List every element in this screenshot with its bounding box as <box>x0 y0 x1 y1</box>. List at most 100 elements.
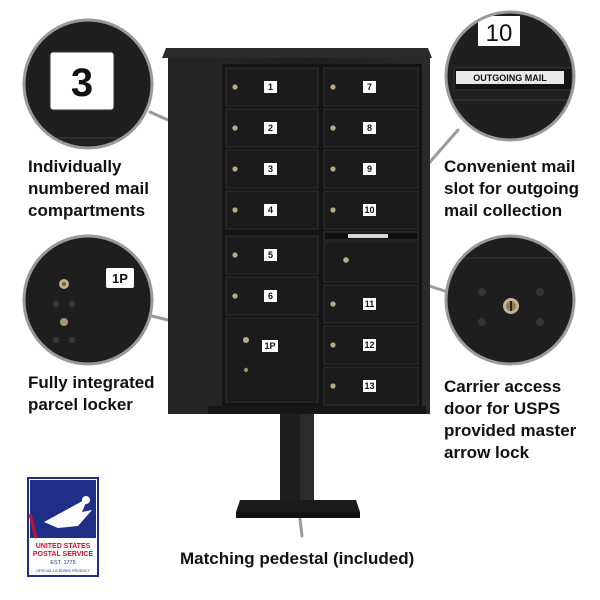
mail-compartment-door: 9 <box>323 149 419 189</box>
zoom-circle-numbered: 3 <box>22 18 154 150</box>
door-number-label: 2 <box>268 123 273 133</box>
door-number-label: 12 <box>364 340 374 350</box>
usps-line4: OFFICIAL LICENSED PRODUCT <box>36 569 91 573</box>
door-number-tag <box>363 380 376 392</box>
caption-line: slot for outgoing <box>444 179 580 198</box>
mail-compartment-door: 6 <box>225 276 319 316</box>
left-door-column: 1 2 3 4 5 6 1P <box>225 67 319 403</box>
caption-numbered: Individually numbered mail compartments <box>28 156 149 222</box>
mail-compartment-door: 7 <box>323 67 419 107</box>
caption-line: Individually <box>28 157 122 176</box>
door-number-tag <box>264 290 277 302</box>
usps-line1: UNITED STATES <box>36 543 91 550</box>
usps-eagle-icon <box>28 496 92 539</box>
mail-compartment-door: 3 <box>225 149 319 189</box>
zoom-number-tag <box>478 16 520 46</box>
door-number-tag <box>363 298 376 310</box>
door-lock-icon <box>330 383 336 389</box>
door-lock-icon <box>330 166 336 172</box>
caption-carrier: Carrier access door for USPS provided ma… <box>444 376 576 464</box>
zoom-slot-label-text: OUTGOING MAIL <box>473 73 547 83</box>
caption-line: Matching pedestal (included) <box>180 549 415 568</box>
door-lock-icon <box>330 301 336 307</box>
right-door-column: 7 8 9 10 11 12 13 <box>323 67 419 406</box>
door-lock-icon <box>232 125 238 131</box>
door-number-label: 3 <box>268 164 273 174</box>
door-number-label: 7 <box>367 82 372 92</box>
arrow-lock-icon <box>343 257 349 263</box>
door-number-label: 6 <box>268 291 273 301</box>
mail-compartment-door: 1 <box>225 67 319 107</box>
caption-line: compartments <box>28 201 146 220</box>
caption-pedestal: Matching pedestal (included) <box>180 548 414 570</box>
mail-compartment-door: 8 <box>323 108 419 148</box>
mail-compartment-door: 10 <box>323 190 419 230</box>
caption-outgoing: Convenient mail slot for outgoing mail c… <box>444 156 579 222</box>
usps-line2: POSTAL SERVICE <box>33 551 94 558</box>
pedestal-base-front <box>236 512 360 518</box>
door-number-label: 8 <box>367 123 372 133</box>
zoom-rivet <box>478 288 486 296</box>
zoom-number-plate <box>49 51 115 111</box>
door-number-tag <box>264 163 277 175</box>
door-lock-icon <box>232 166 238 172</box>
caption-parcel: Fully integrated parcel locker <box>28 372 155 416</box>
door-lock-icon <box>232 293 238 299</box>
zoom-parcel-knob-icon <box>60 318 68 326</box>
zoom-parcel-tag <box>106 268 134 288</box>
door-number-tag <box>264 81 277 93</box>
slot-label-plate <box>348 234 388 238</box>
zoom-number-tag-text: 10 <box>486 20 513 47</box>
door-lock-icon <box>330 125 336 131</box>
door-number-label: 4 <box>268 205 273 215</box>
door-number-tag <box>363 163 376 175</box>
parcel-tag <box>262 340 278 352</box>
caption-line: mail collection <box>444 201 563 220</box>
caption-line: provided master <box>444 421 577 440</box>
door-number-tag <box>264 249 277 261</box>
mail-compartment-door: 2 <box>225 108 319 148</box>
door-number-tag <box>264 204 277 216</box>
mail-compartment-door: 5 <box>225 235 319 275</box>
door-number-label: 11 <box>365 299 375 309</box>
door-number-tag <box>363 122 376 134</box>
door-lock-icon <box>330 342 336 348</box>
parcel-locker-door: 1P <box>225 317 319 403</box>
zoom-circle-carrier <box>444 234 576 366</box>
cabinet-top <box>162 48 432 58</box>
door-number-tag <box>363 204 376 216</box>
usps-badge: UNITED STATES POSTAL SERVICE EST. 1775 O… <box>27 477 99 577</box>
pedestal <box>236 408 360 518</box>
carrier-access-door <box>323 241 419 283</box>
door-number-label: 5 <box>268 250 273 260</box>
zoom-slot-label-plate <box>456 71 564 84</box>
door-lock-icon <box>232 252 238 258</box>
pedestal-base <box>236 500 360 512</box>
door-number-label: 13 <box>364 381 374 391</box>
caption-line: Carrier access <box>444 377 562 396</box>
mail-compartment-door: 11 <box>323 284 419 324</box>
zoom-circle-outgoing: 10 OUTGOING MAIL <box>444 10 576 142</box>
door-number-tag <box>363 339 376 351</box>
parcel-tag-label: 1P <box>264 341 275 351</box>
door-lock-icon <box>330 84 336 90</box>
mail-compartment-door: 13 <box>323 366 419 406</box>
caption-line: parcel locker <box>28 395 133 414</box>
door-number-tag <box>363 81 376 93</box>
caption-line: Convenient mail <box>444 157 576 176</box>
zoom-rivet <box>53 301 59 307</box>
door-lock-icon <box>232 207 238 213</box>
parcel-knob-icon <box>243 367 249 373</box>
caption-line: Fully integrated <box>28 373 155 392</box>
usps-line3: EST. 1775 <box>50 560 75 566</box>
door-number-label: 1 <box>268 82 273 92</box>
door-number-label: 9 <box>367 164 372 174</box>
door-number-tag <box>264 122 277 134</box>
zoom-parcel-tag-text: 1P <box>112 271 128 286</box>
caption-line: numbered mail <box>28 179 149 198</box>
cabinet-side <box>168 58 218 414</box>
mail-compartment-door: 4 <box>225 190 319 230</box>
cabinet-bottom-lip <box>208 406 426 414</box>
